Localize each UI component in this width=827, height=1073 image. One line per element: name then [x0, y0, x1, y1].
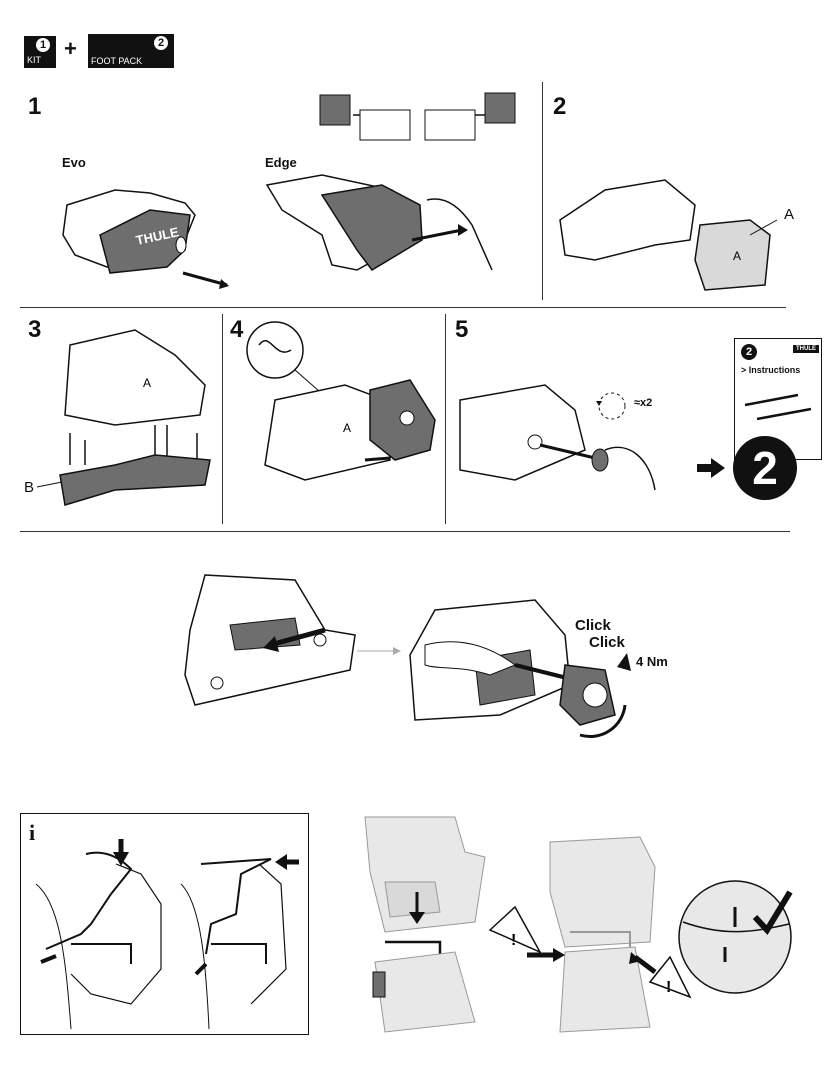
divider-step-4-5	[445, 314, 446, 524]
callout-b-leader	[36, 481, 63, 488]
edge-label: Edge	[265, 155, 297, 170]
kit-label: KIT	[27, 55, 42, 65]
next-step-circle: 2	[733, 436, 797, 500]
transition-arrow	[357, 647, 401, 655]
instructions-card-number: 2	[741, 344, 757, 360]
evo-foot-illustration: THULE	[62, 189, 229, 289]
part-a-letter-step-3: A	[143, 376, 151, 390]
step-2-number: 2	[553, 93, 567, 120]
callout-a: A	[784, 206, 795, 223]
step-5-illustration	[459, 384, 656, 491]
step-3-illustration: A	[59, 329, 211, 506]
kit-icon: 1 KIT	[24, 36, 56, 68]
divider-step-1-2	[542, 82, 543, 300]
foot-pack-number: 2	[154, 36, 168, 50]
part-a-letter-step-4: A	[343, 421, 351, 435]
step-4-number: 4	[230, 316, 244, 343]
divider-row-2	[20, 531, 790, 532]
foot-pack-icon: 2 FOOT PACK	[88, 34, 174, 68]
next-arrow-icon	[697, 458, 725, 478]
svg-text:!: !	[511, 932, 516, 949]
step-4-illustration: A	[246, 321, 436, 481]
end-cap-exploded-illustration	[319, 92, 516, 141]
callout-b: B	[24, 479, 35, 496]
insert-plate-illustration	[184, 574, 356, 706]
torque-value: 4 Nm	[636, 654, 668, 669]
step-1-number: 1	[28, 93, 42, 120]
bracket-fitting-illustration: ! !	[364, 816, 793, 1033]
info-illustration	[35, 839, 299, 1030]
step-3-number: 3	[28, 316, 42, 343]
rotation-icon	[596, 392, 626, 420]
roof-bar-icon	[744, 393, 812, 421]
foot-pack-label: FOOT PACK	[91, 56, 143, 66]
divider-step-3-4	[222, 314, 223, 524]
kit-number: 1	[36, 38, 50, 52]
svg-text:!: !	[666, 979, 671, 996]
click-label-1: Click	[575, 617, 611, 634]
info-icon: i	[29, 820, 36, 845]
divider-row-1	[20, 307, 786, 308]
plus-sign: +	[64, 36, 77, 61]
instructions-card-title: > Instructions	[741, 365, 801, 375]
edge-foot-illustration	[265, 174, 493, 271]
torque-wrench-illustration	[409, 599, 631, 739]
part-a-letter-step-2: A	[733, 249, 741, 263]
instructions-card-brand: THULE	[793, 345, 819, 353]
evo-label: Evo	[62, 155, 86, 170]
click-label-2: Click	[589, 634, 625, 651]
step-5-number: 5	[455, 316, 469, 343]
rotation-count: ≈x2	[634, 397, 653, 409]
info-box: i	[20, 813, 309, 1035]
step-2-illustration: A	[559, 179, 778, 291]
